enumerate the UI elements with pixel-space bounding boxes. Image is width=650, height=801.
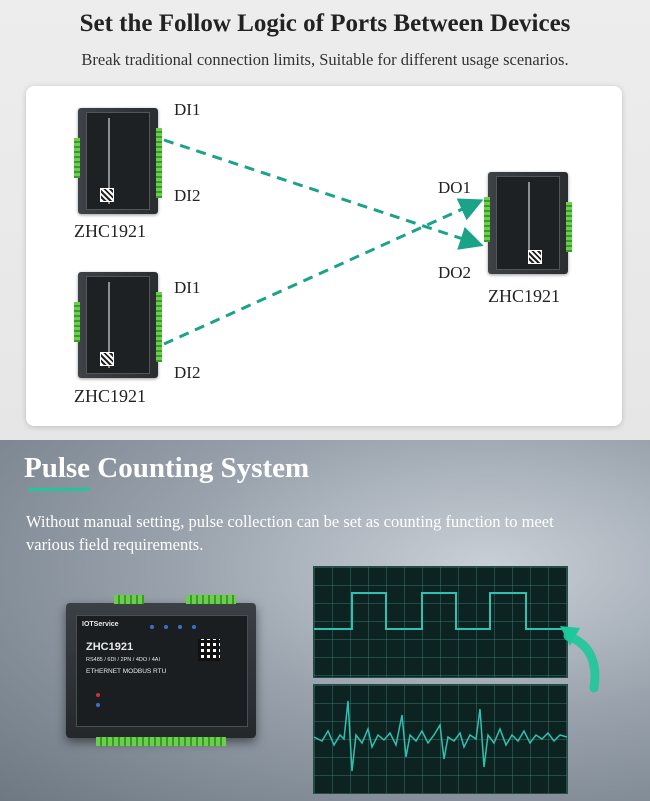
- qr-code-icon: [198, 639, 220, 661]
- top-section: Set the Follow Logic of Ports Between De…: [0, 0, 650, 440]
- device-brand: IOTService: [82, 621, 119, 628]
- device-2-image: [74, 272, 162, 378]
- pulse-description: Without manual setting, pulse collection…: [26, 512, 554, 554]
- device-spec: RS485 / 6DI / 2PN / 4DO / 4AI: [86, 657, 160, 663]
- arrow-di1-to-do2: [163, 138, 484, 250]
- page-subtitle: Break traditional connection limits, Sui…: [81, 50, 569, 69]
- device-protocol: ETHERNET MODBUS RTU: [86, 668, 167, 675]
- device-model: ZHC1921: [86, 641, 134, 653]
- device-1-port-di1: DI1: [174, 100, 201, 119]
- diagram-card: DI1 DI2 ZHC1921 DI1 DI2 ZHC1921 DO1 DO2 …: [26, 86, 622, 426]
- device-2-name: ZHC1921: [74, 386, 146, 406]
- device-1-image: [74, 108, 162, 214]
- device-3-port-do2: DO2: [438, 263, 472, 282]
- zhc1921-device-image: IOTService ZHC1921 RS485 / 6DI / 2PN / 4…: [66, 595, 256, 746]
- square-wave-plot: [314, 592, 567, 630]
- noise-signal-plot: [313, 700, 568, 772]
- arrow-di2-to-do1: [163, 198, 484, 346]
- square-wave-scope: [313, 566, 568, 678]
- device-3-port-do1: DO1: [438, 178, 472, 197]
- device-2-port-di1: DI1: [174, 278, 201, 297]
- device-3-name: ZHC1921: [488, 286, 560, 306]
- connection-arrows: [163, 138, 484, 346]
- pulse-title: Pulse Counting System: [24, 452, 310, 484]
- device-1-name: ZHC1921: [74, 221, 146, 241]
- page-title: Set the Follow Logic of Ports Between De…: [79, 10, 571, 37]
- title-underline: [28, 488, 86, 491]
- device-3-image: [484, 172, 572, 274]
- pulse-section: Pulse Counting System Without manual set…: [0, 440, 650, 801]
- underline-arrow-icon: [86, 487, 92, 491]
- curved-arrow-icon: [560, 626, 600, 693]
- device-2-port-di2: DI2: [174, 363, 201, 382]
- noise-signal-scope: [313, 684, 568, 794]
- device-1-port-di2: DI2: [174, 186, 201, 205]
